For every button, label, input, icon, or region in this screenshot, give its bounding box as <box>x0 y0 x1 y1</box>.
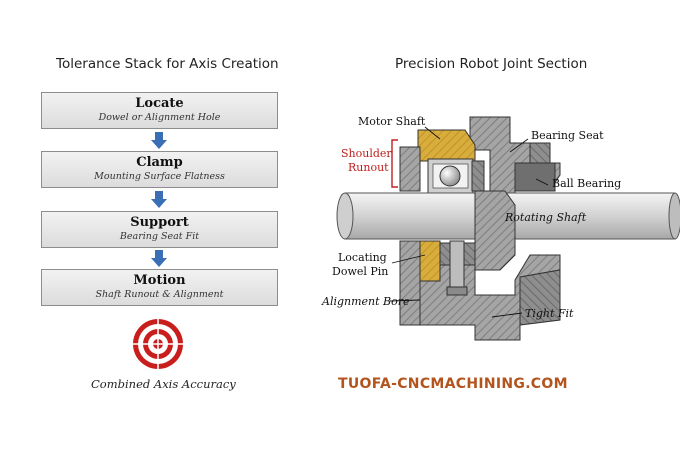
locating-dowel-pin <box>419 240 468 296</box>
step-name: Motion <box>133 273 186 288</box>
dowel-pin-label: Dowel Pin <box>332 265 388 278</box>
tight-fit-label: Tight Fit <box>525 307 574 320</box>
shoulder-bracket <box>391 139 398 188</box>
step-sub: Shaft Runout & Alignment <box>95 289 224 300</box>
runout-label: Runout <box>348 161 389 174</box>
rotating-shaft-label: Rotating Shaft <box>504 211 587 224</box>
ball-bearing-label: Ball Bearing <box>552 177 621 190</box>
leader-lines <box>389 126 549 318</box>
step-sub: Bearing Seat Fit <box>119 231 200 242</box>
joint-title: Precision Robot Joint Section <box>395 56 588 72</box>
locating-label: Locating <box>338 251 387 264</box>
watermark: TUOFA-CNCMACHINING.COM <box>338 376 568 392</box>
step-name: Clamp <box>136 155 183 170</box>
bearing-seat-label: Bearing Seat <box>531 129 604 142</box>
step-sub: Mounting Surface Flatness <box>94 171 225 182</box>
alignment-bore-label: Alignment Bore <box>321 295 410 308</box>
motor-shaft-block <box>399 129 476 192</box>
arrow-down-icon <box>151 250 167 267</box>
combined-accuracy-caption: Combined Axis Accuracy <box>91 377 236 391</box>
arrow-down-icon <box>151 191 167 208</box>
step-motion: Motion Shaft Runout & Alignment <box>41 269 278 306</box>
step-locate: Locate Dowel or Alignment Hole <box>41 92 278 129</box>
stack-title: Tolerance Stack for Axis Creation <box>56 56 279 72</box>
step-name: Support <box>130 215 189 230</box>
center-collar <box>474 190 516 271</box>
shoulder-label: Shoulder <box>341 147 392 160</box>
step-name: Locate <box>135 96 184 111</box>
ball-bearing <box>427 158 485 194</box>
joint-section-diagram: Motor Shaft Bearing Seat Shoulder Runout… <box>321 115 680 341</box>
step-sub: Dowel or Alignment Hole <box>98 112 221 123</box>
target-icon <box>132 318 184 370</box>
step-support: Support Bearing Seat Fit <box>41 211 278 248</box>
motor-shaft-label: Motor Shaft <box>358 115 426 128</box>
step-clamp: Clamp Mounting Surface Flatness <box>41 151 278 188</box>
arrow-down-icon <box>151 132 167 149</box>
bearing-seat-ring <box>514 162 556 192</box>
